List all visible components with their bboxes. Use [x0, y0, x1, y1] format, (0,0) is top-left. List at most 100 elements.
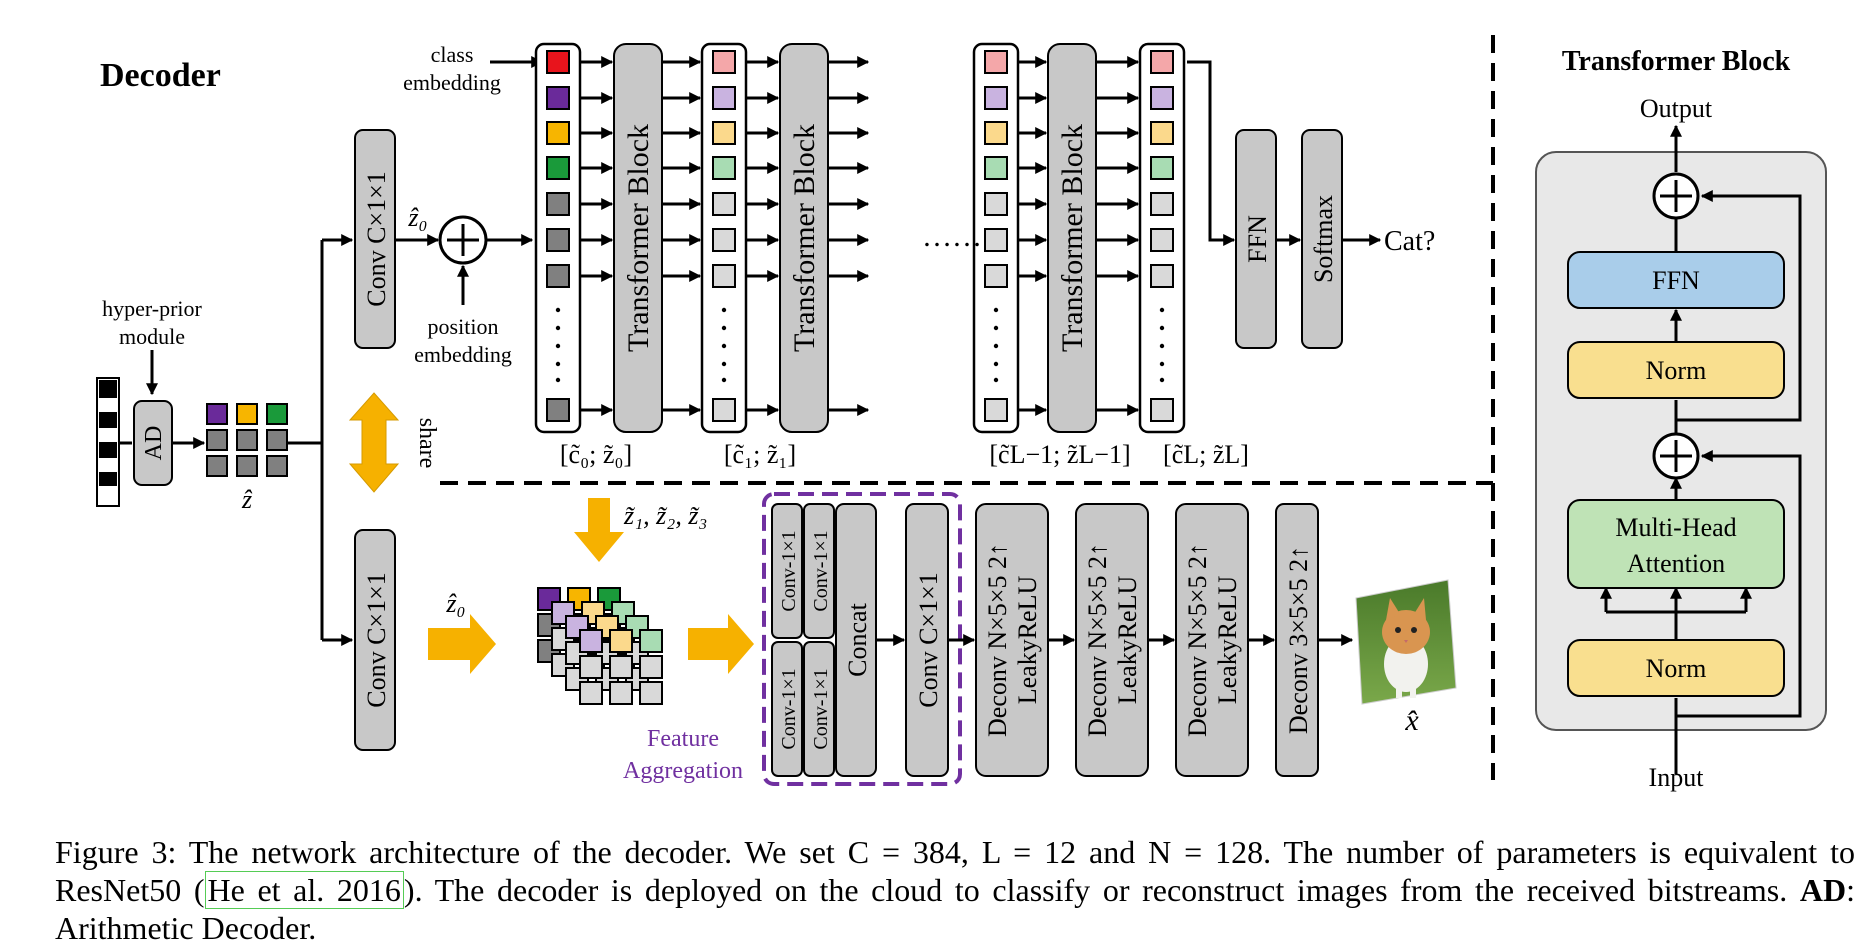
- token-3-5: [1150, 228, 1174, 252]
- token-1-4: [712, 192, 736, 216]
- softmax-label: Softmax: [1309, 195, 1338, 283]
- transformer-block-label-0: Transformer Block: [622, 124, 655, 352]
- stack-cell-3-1-2: [639, 655, 663, 679]
- conv1x1-label-2: Conv-1×1: [810, 530, 832, 611]
- tb-mha: [1567, 499, 1785, 589]
- deconv-3-label-2: LeakyReLU: [1213, 576, 1242, 705]
- token-ellipsis-dot: [993, 377, 999, 383]
- token-1-0: [712, 50, 736, 74]
- token-2-3: [984, 156, 1008, 180]
- z-list-arrow: [574, 498, 624, 562]
- z-hat-grid: [206, 403, 288, 477]
- token-2-1: [984, 86, 1008, 110]
- deconv-2-label-1: Deconv N×5×5 2↑: [1083, 543, 1112, 737]
- token-2-5: [984, 228, 1008, 252]
- class-embedding-label-2: embedding: [403, 70, 501, 95]
- tb-norm-bottom-label: Norm: [1646, 654, 1707, 683]
- token-3-3: [1150, 156, 1174, 180]
- token-3-6: [1150, 264, 1174, 288]
- conv1x1-block-4: [803, 641, 835, 777]
- token-1-2: [712, 121, 736, 145]
- conv1x1-block-1: [771, 503, 803, 639]
- ad-label: AD: [141, 426, 167, 461]
- tb-output-label: Output: [1640, 94, 1713, 123]
- ffn-head-label: FFN: [1243, 215, 1272, 263]
- share-arrow: [348, 392, 400, 493]
- stack-cell-3-1-0: [579, 655, 603, 679]
- transformer-block-0: [613, 43, 663, 433]
- tb-input-label: Input: [1649, 763, 1705, 792]
- z0-bottom-arrow: [428, 614, 496, 674]
- token-ellipsis-dot: [721, 377, 727, 383]
- to-aggregation-arrow: [688, 614, 754, 674]
- token-1-6: [712, 264, 736, 288]
- stack-cell-3-0-2: [639, 629, 663, 653]
- tb-ffn-label: FFN: [1652, 266, 1700, 295]
- token-0-6: [546, 264, 570, 288]
- token-0-3: [546, 156, 570, 180]
- token-ellipsis-dot: [1159, 307, 1165, 313]
- transformer-block-2: [1047, 43, 1097, 433]
- x-hat-label: x̂: [1404, 704, 1419, 737]
- z-list-label: z̃₁, z̃₂, z̃₃: [623, 501, 707, 530]
- figure-caption: Figure 3: The network architecture of th…: [55, 833, 1855, 947]
- token-3-4: [1150, 192, 1174, 216]
- concat-label: Concat: [843, 602, 872, 676]
- token-2-2: [984, 121, 1008, 145]
- token-3-2: [1150, 121, 1174, 145]
- token-ellipsis-dot: [721, 325, 727, 331]
- token-3-last: [1150, 398, 1174, 422]
- seq-label-l-minus-1: [c̃L−1; z̃L−1]: [989, 440, 1130, 469]
- conv-top-label: Conv C×1×1: [362, 171, 391, 307]
- stack-cell-3-0-0: [579, 629, 603, 653]
- position-embedding-label-1: position: [428, 314, 499, 339]
- seq-label-1: [c̃₁; z̃₁]: [724, 440, 796, 469]
- token-0-last: [546, 398, 570, 422]
- token-0-2: [546, 121, 570, 145]
- share-label: share: [414, 418, 440, 469]
- feature-aggregation-label-2: Aggregation: [623, 758, 743, 784]
- citation-link[interactable]: He et al. 2016: [204, 871, 404, 909]
- stack-cell-3-1-1: [609, 655, 633, 679]
- token-1-1: [712, 86, 736, 110]
- z0-bottom-label: ẑ₀: [445, 589, 465, 618]
- conv-bottom-label: Conv C×1×1: [362, 572, 391, 708]
- z0-top-label: ẑ₀: [407, 203, 427, 232]
- token-3-0: [1150, 50, 1174, 74]
- token-ellipsis-dot: [1159, 325, 1165, 331]
- token-ellipsis-dot: [555, 307, 561, 313]
- decoder-diagram: Decoder hyper-prior module AD ẑ Conv C×1…: [96, 35, 1827, 792]
- deconv-1-label-2: LeakyReLU: [1013, 576, 1042, 705]
- position-embedding-label-2: embedding: [414, 342, 512, 367]
- tb-mha-label-2: Attention: [1627, 549, 1725, 578]
- caption-bold-ad: AD: [1799, 872, 1847, 908]
- token-2-6: [984, 264, 1008, 288]
- conv-bottom-block: [354, 529, 396, 751]
- token-ellipsis-dot: [555, 325, 561, 331]
- z-hat-label: ẑ: [241, 485, 253, 514]
- tb-norm-top: [1567, 341, 1785, 399]
- token-2-4: [984, 192, 1008, 216]
- tb-title: Transformer Block: [1562, 46, 1791, 77]
- tb-mha-label-1: Multi-Head: [1615, 513, 1736, 542]
- caption-middle: ). The decoder is deployed on the cloud …: [403, 872, 1800, 908]
- token-ellipsis-dot: [721, 343, 727, 349]
- deconv-1-label-1: Deconv N×5×5 2↑: [983, 543, 1012, 737]
- caption-prefix: Figure 3: The network architecture of th…: [55, 834, 1855, 908]
- token-ellipsis-dot: [993, 343, 999, 349]
- bitstream: [96, 377, 120, 507]
- token-ellipsis-dot: [993, 361, 999, 367]
- feature-aggregation-label-1: Feature: [647, 726, 719, 752]
- blocks-ellipsis: ……: [922, 220, 982, 253]
- conv1x1-label-4: Conv-1×1: [810, 668, 832, 749]
- token-ellipsis-dot: [555, 377, 561, 383]
- stacked-features: [537, 587, 663, 705]
- token-ellipsis-dot: [1159, 361, 1165, 367]
- decoder-title: Decoder: [100, 57, 221, 94]
- tb-ffn: [1567, 251, 1785, 309]
- token-0-1: [546, 86, 570, 110]
- conv1x1-label-3: Conv-1×1: [778, 668, 800, 749]
- cat-output-label: Cat?: [1384, 226, 1435, 257]
- token-ellipsis-dot: [555, 343, 561, 349]
